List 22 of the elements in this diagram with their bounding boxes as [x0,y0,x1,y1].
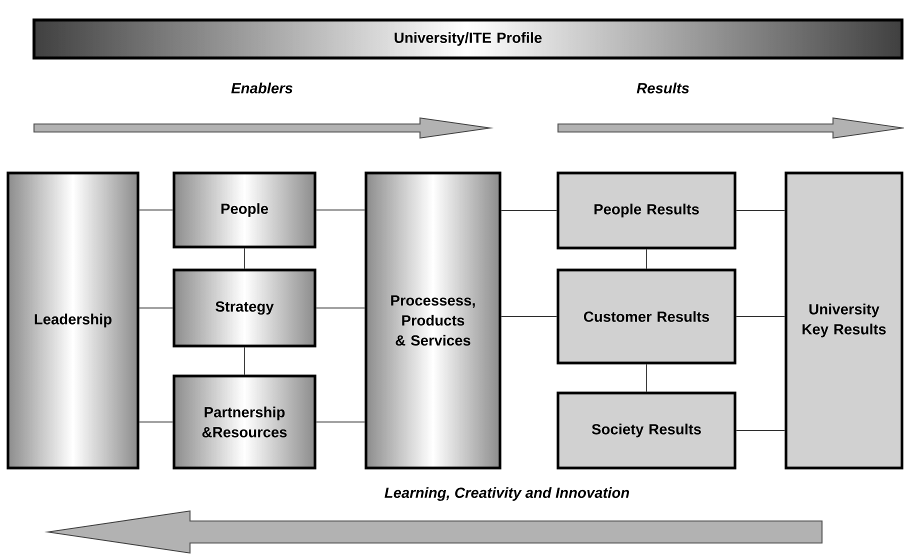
process-box: Strategy [172,268,316,348]
result-box: Customer Results [556,268,736,364]
connector-line [244,346,245,376]
section-label: Results [636,82,689,94]
process-box: Leadership [6,172,140,470]
result-box: People Results [556,172,736,250]
connector-line [736,210,786,211]
connector-line [244,248,245,270]
process-box: People [172,172,316,248]
connector-line [736,430,786,431]
result-box: Society Results [556,392,736,470]
process-box: Partnership &Resources [172,374,316,470]
process-box: Processess, Products & Services [364,172,502,470]
connector-line [646,248,647,270]
connector-line [500,316,558,317]
connector-line [736,316,786,317]
title-banner: University/ITE Profile [32,18,904,60]
connector-line [500,210,558,211]
section-label: Enablers [231,82,292,94]
connector-line [646,364,647,392]
section-label: Learning, Creativity and Innovation [384,487,630,501]
result-box: University Key Results [784,172,904,470]
